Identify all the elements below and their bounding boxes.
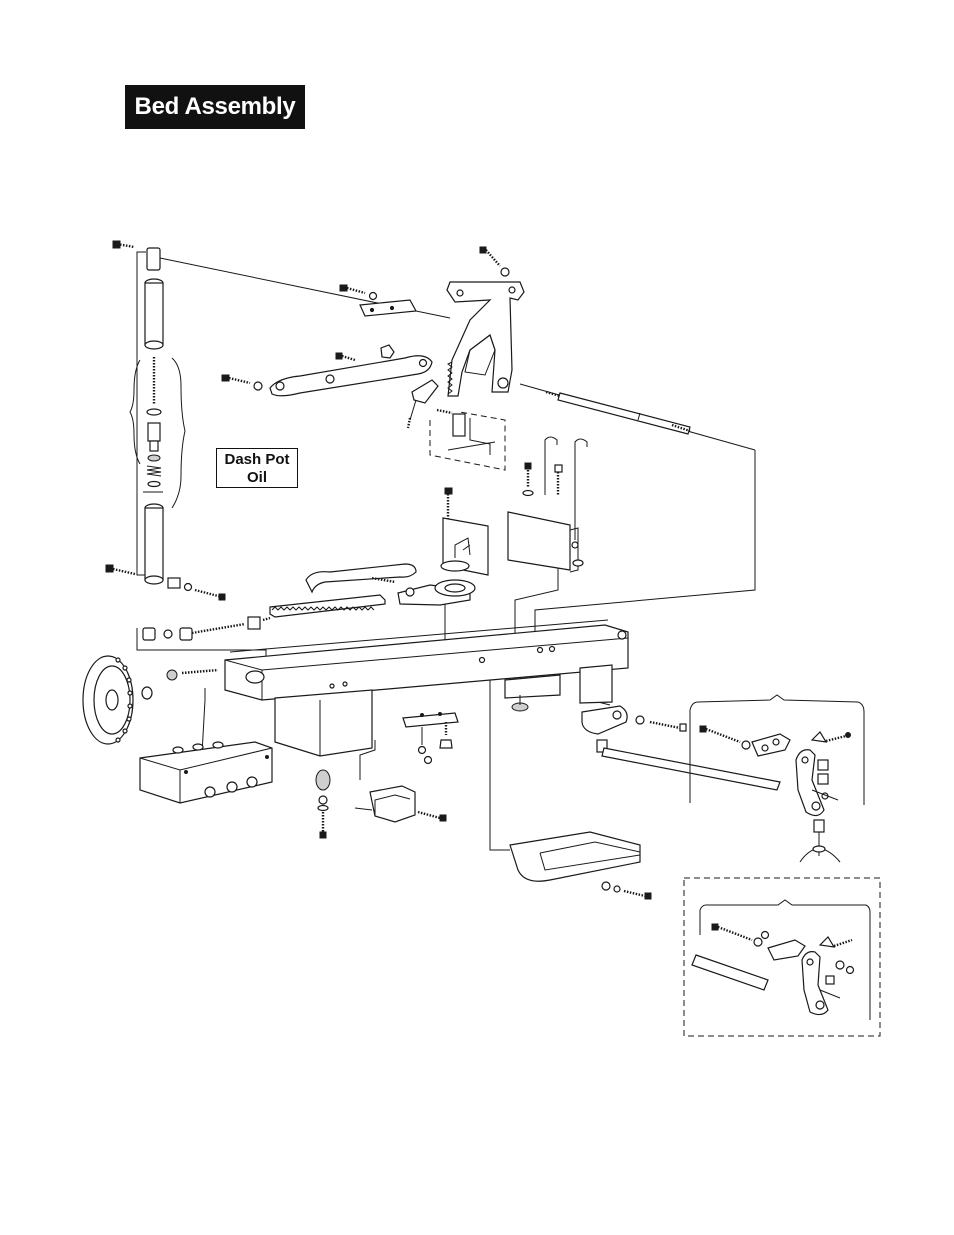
sector-gear-arm — [447, 247, 524, 396]
bed-casting — [225, 620, 628, 764]
main-shaft — [546, 392, 690, 434]
dashed-detail-box — [430, 410, 505, 470]
alt-rod — [692, 955, 768, 990]
brace-right — [172, 358, 185, 508]
rack-bar — [270, 595, 385, 617]
top-bolt — [113, 241, 134, 248]
chip-tray — [510, 832, 651, 899]
lower-cylinder — [145, 504, 163, 584]
lock-nut — [168, 578, 180, 588]
latch-handle — [412, 380, 438, 403]
right-pivot-assembly — [582, 695, 864, 862]
vertical-plates — [441, 488, 583, 575]
dash-pot-assembly — [106, 241, 225, 600]
spring — [147, 466, 161, 476]
control-box — [140, 742, 272, 803]
linkage-arm — [222, 345, 438, 428]
long-rod — [602, 748, 780, 790]
alternate-assembly-box — [684, 878, 880, 1036]
upper-cylinder — [145, 279, 163, 349]
piston — [148, 423, 160, 441]
latch-bracket — [453, 414, 465, 436]
hex-nut — [381, 345, 394, 358]
pivot-block — [582, 706, 627, 734]
lead-screw — [143, 617, 270, 640]
lower-clamp — [316, 770, 446, 838]
upper-link-bar — [340, 285, 416, 316]
brace-left — [130, 360, 140, 464]
washer — [147, 409, 161, 415]
top-clevis — [147, 248, 160, 270]
